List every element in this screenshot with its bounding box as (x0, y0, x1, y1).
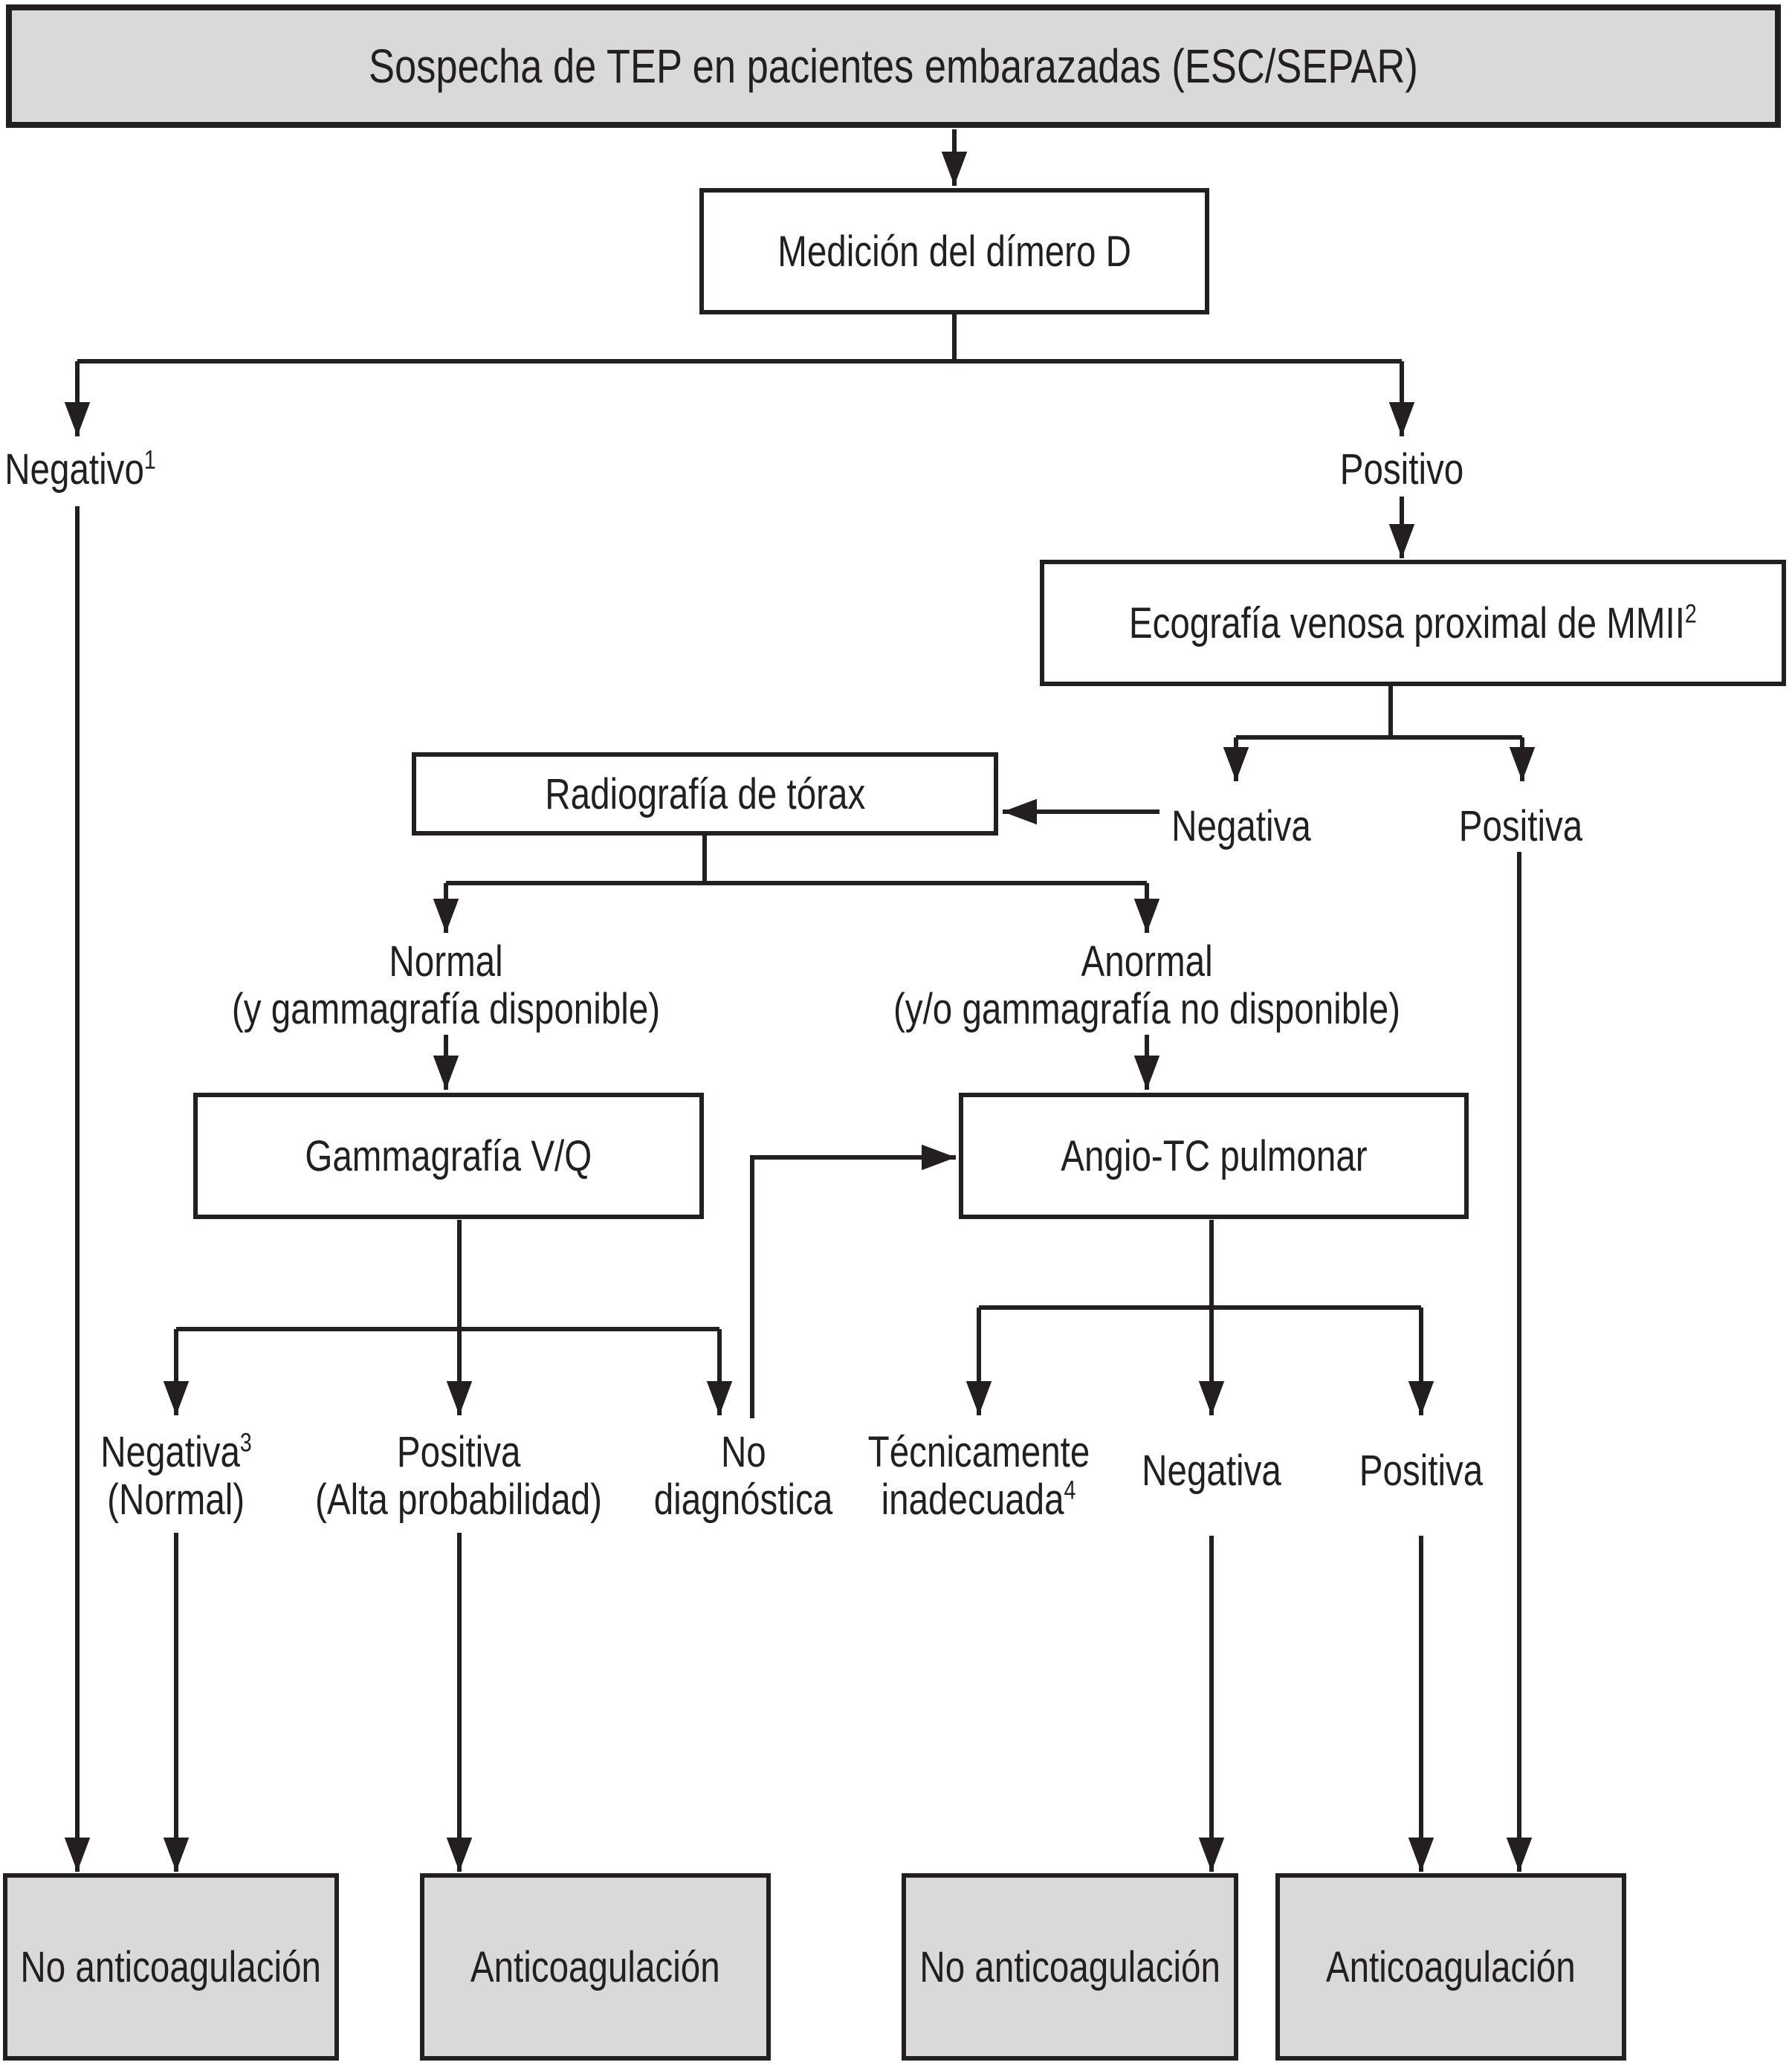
label-rx-normal: Normal (y gammagrafía disponible) (231, 937, 661, 1033)
label-vq-positive: Positiva (Alta probabilidad) (315, 1428, 602, 1524)
node-out3-no-anticoagulacion: No anticoagulación (902, 1873, 1238, 2061)
node-out1-text: No anticoagulación (20, 1942, 322, 1991)
node-gamma-text: Gammagrafía V/Q (305, 1131, 592, 1180)
node-out2-text: Anticoagulación (470, 1942, 720, 1991)
node-eco-text: Ecografía venosa proximal de MMII2 (1129, 598, 1697, 647)
label-tc-positive: Positiva (1359, 1447, 1484, 1495)
label-tc-negative: Negativa (1142, 1447, 1281, 1495)
label-eco-negative: Negativa (1171, 802, 1311, 850)
node-rx-text: Radiografía de tórax (545, 769, 865, 818)
node-dimer: Medición del dímero D (699, 188, 1209, 314)
arrow-nodiag-to-angio (750, 1144, 956, 1418)
node-out2-anticoagulacion: Anticoagulación (420, 1873, 771, 2061)
label-dimer-negative: Negativo1 (4, 445, 156, 494)
node-eco: Ecografía venosa proximal de MMII2 (1040, 560, 1786, 686)
node-gamma: Gammagrafía V/Q (193, 1093, 704, 1219)
label-eco-positive: Positiva (1458, 802, 1583, 850)
node-rx: Radiografía de tórax (412, 752, 998, 836)
node-dimer-text: Medición del dímero D (777, 227, 1131, 276)
node-title: Sospecha de TEP en pacientes embarazadas… (6, 4, 1781, 128)
node-angio-text: Angio-TC pulmonar (1060, 1131, 1368, 1180)
label-vq-negative: Negativa3 (Normal) (100, 1428, 252, 1524)
node-out3-text: No anticoagulación (919, 1942, 1220, 1991)
label-rx-abnormal: Anormal (y/o gammagrafía no disponible) (893, 937, 1401, 1033)
label-tc-inadequate: Técnicamente inadecuada4 (867, 1428, 1090, 1524)
node-title-text: Sospecha de TEP en pacientes embarazadas… (369, 39, 1418, 93)
label-vq-nondiagnostic: No diagnóstica (653, 1428, 833, 1524)
node-angio: Angio-TC pulmonar (959, 1093, 1469, 1219)
node-out4-text: Anticoagulación (1326, 1942, 1576, 1991)
label-dimer-positive: Positivo (1339, 445, 1464, 494)
node-out4-anticoagulacion: Anticoagulación (1275, 1873, 1626, 2061)
node-out1-no-anticoagulacion: No anticoagulación (3, 1873, 339, 2061)
